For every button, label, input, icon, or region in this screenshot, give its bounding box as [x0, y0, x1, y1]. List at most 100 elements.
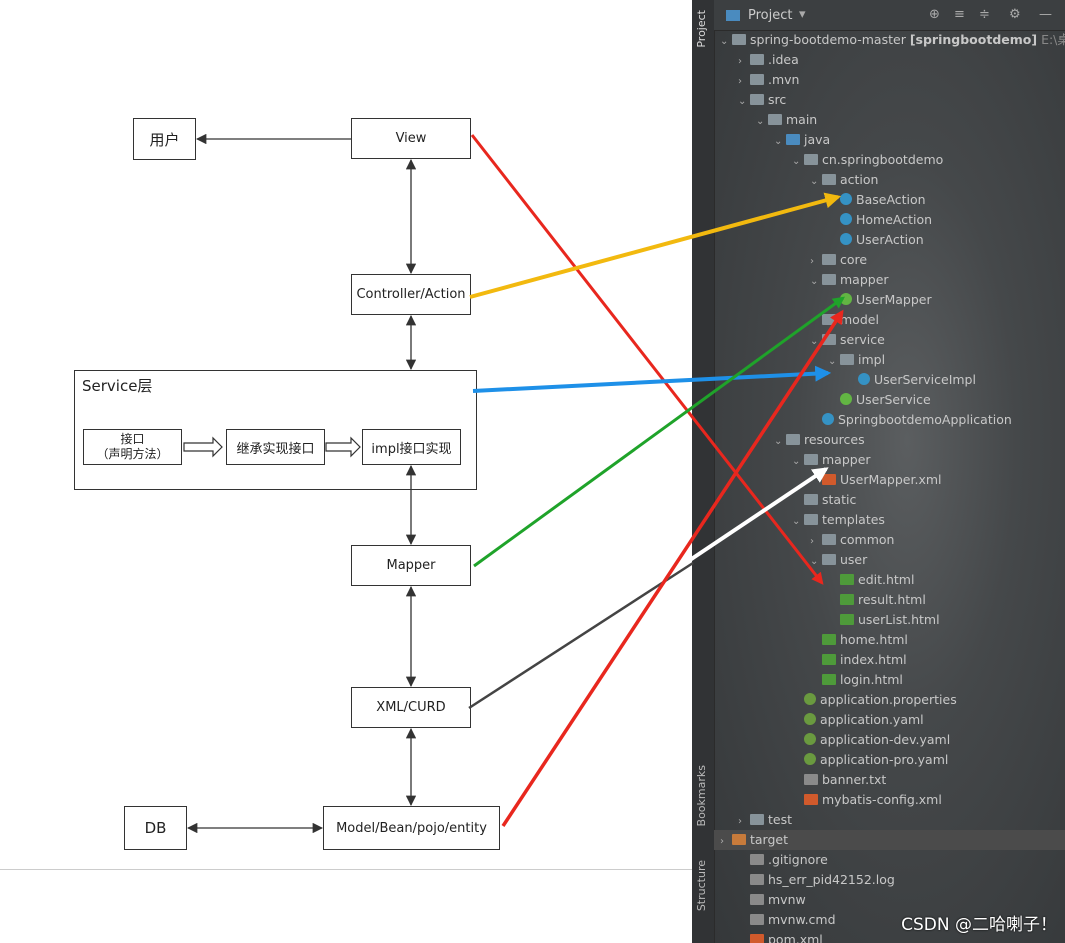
side-tab-project[interactable]: Project	[695, 10, 708, 48]
chevron-right-icon[interactable]: ›	[738, 816, 742, 827]
chevron-down-icon[interactable]: ▾	[799, 7, 806, 22]
tree-item-label: BaseAction	[856, 192, 926, 207]
tree-item[interactable]: mvnw	[714, 890, 806, 910]
tree-item[interactable]: ›.mvn	[714, 70, 799, 90]
chevron-right-icon[interactable]: ›	[810, 256, 814, 267]
tree-item[interactable]: ⌄cn.springbootdemo	[714, 150, 943, 170]
tree-item[interactable]: ⌄spring-bootdemo-master [springbootdemo]…	[714, 30, 1065, 50]
tree-item[interactable]: UserService	[714, 390, 931, 410]
tree-item[interactable]: result.html	[714, 590, 926, 610]
tree-item[interactable]: ⌄user	[714, 550, 867, 570]
expand-all-icon[interactable]: ≡	[954, 7, 965, 22]
tree-item-label: application.yaml	[820, 712, 924, 727]
impl-box: impl接口实现	[362, 429, 461, 465]
tree-item[interactable]: ⌄templates	[714, 510, 885, 530]
panel-title[interactable]: Project	[748, 8, 793, 23]
tree-item[interactable]: BaseAction	[714, 190, 926, 210]
hide-icon[interactable]: —	[1039, 7, 1052, 22]
chevron-down-icon[interactable]: ⌄	[738, 96, 747, 107]
tree-item[interactable]: ⌄ mapper	[714, 450, 871, 470]
tree-item-label: service	[840, 332, 885, 347]
html-file-icon	[822, 654, 836, 665]
chevron-down-icon[interactable]: ⌄	[810, 176, 819, 187]
tree-item[interactable]: UserMapper	[714, 290, 932, 310]
side-tab-bookmarks[interactable]: Bookmarks	[695, 765, 708, 827]
tree-item[interactable]: UserServiceImpl	[714, 370, 976, 390]
tree-item[interactable]: ›.idea	[714, 50, 799, 70]
tree-item[interactable]: › test	[714, 810, 792, 830]
tree-item[interactable]: ⌄resources	[714, 430, 865, 450]
chevron-down-icon[interactable]: ⌄	[828, 356, 837, 367]
view-box: View	[351, 118, 471, 159]
tree-item[interactable]: model	[714, 310, 879, 330]
tree-item[interactable]: application.properties	[714, 690, 957, 710]
chevron-down-icon[interactable]: ⌄	[792, 156, 801, 167]
tree-item[interactable]: hs_err_pid42152.log	[714, 870, 895, 890]
db-box: DB	[124, 806, 187, 850]
folder-icon	[840, 354, 854, 365]
tree-item[interactable]: mvnw.cmd	[714, 910, 836, 930]
tree-item[interactable]: ⌄action	[714, 170, 878, 190]
chevron-down-icon[interactable]: ⌄	[720, 36, 729, 47]
chevron-down-icon[interactable]: ⌄	[810, 276, 819, 287]
folder-icon	[822, 274, 836, 285]
tree-item[interactable]: ⌄impl	[714, 350, 885, 370]
collapse-all-icon[interactable]: ≑	[979, 7, 990, 22]
chevron-down-icon[interactable]: ⌄	[810, 336, 819, 347]
tree-item-label: test	[768, 812, 793, 827]
html-file-icon	[840, 614, 854, 625]
tree-item[interactable]: .gitignore	[714, 850, 828, 870]
tree-item[interactable]: application-dev.yaml	[714, 730, 950, 750]
chevron-right-icon[interactable]: ›	[720, 836, 724, 847]
tree-item-label: mvnw	[768, 892, 806, 907]
tree-item[interactable]: UserMapper.xml	[714, 470, 942, 490]
chevron-right-icon[interactable]: ›	[738, 56, 742, 67]
tree-item-label: UserMapper	[856, 292, 932, 307]
tree-item[interactable]: SpringbootdemoApplication	[714, 410, 1012, 430]
tree-item[interactable]: home.html	[714, 630, 908, 650]
tree-item[interactable]: application-pro.yaml	[714, 750, 948, 770]
tree-item[interactable]: UserAction	[714, 230, 924, 250]
tree-item[interactable]: ›core	[714, 250, 867, 270]
side-tab-structure[interactable]: Structure	[695, 860, 708, 912]
tree-item[interactable]: ⌄ src	[714, 90, 786, 110]
chevron-down-icon[interactable]: ⌄	[774, 436, 783, 447]
html-file-icon	[822, 634, 836, 645]
chevron-down-icon[interactable]: ⌄	[810, 556, 819, 567]
tree-item[interactable]: application.yaml	[714, 710, 924, 730]
spring-file-icon	[804, 733, 816, 745]
chevron-right-icon[interactable]: ›	[810, 536, 814, 547]
chevron-down-icon[interactable]: ⌄	[774, 136, 783, 147]
interface-label: 接口	[120, 432, 145, 446]
folder-icon	[822, 554, 836, 565]
chevron-right-icon[interactable]: ›	[738, 76, 742, 87]
chevron-down-icon[interactable]: ⌄	[792, 516, 801, 527]
tree-item-label: mybatis-config.xml	[822, 792, 942, 807]
chevron-down-icon[interactable]: ⌄	[792, 456, 801, 467]
tree-item[interactable]: ⌄mapper	[714, 270, 889, 290]
tree-item[interactable]: ⌄ service	[714, 330, 885, 350]
locate-icon[interactable]: ⊕	[929, 7, 940, 22]
tree-item[interactable]: ›common	[714, 530, 894, 550]
gear-icon[interactable]: ⚙	[1009, 7, 1021, 22]
tree-item-label: src	[768, 92, 787, 107]
tree-item-label: hs_err_pid42152.log	[768, 872, 895, 887]
tree-item[interactable]: banner.txt	[714, 770, 886, 790]
folder-icon	[804, 154, 818, 165]
tree-item[interactable]: ›target	[714, 830, 1065, 850]
chevron-down-icon[interactable]: ⌄	[756, 116, 765, 127]
tree-item[interactable]: pom.xml	[714, 930, 823, 943]
tree-item-label: UserService	[856, 392, 931, 407]
tree-item[interactable]: ⌄java	[714, 130, 830, 150]
tree-item-label: HomeAction	[856, 212, 933, 227]
tree-item[interactable]: static	[714, 490, 856, 510]
tree-item[interactable]: userList.html	[714, 610, 940, 630]
tree-item-label: banner.txt	[822, 772, 887, 787]
tree-item[interactable]: mybatis-config.xml	[714, 790, 942, 810]
tree-item[interactable]: HomeAction	[714, 210, 932, 230]
tree-item[interactable]: edit.html	[714, 570, 914, 590]
tree-item[interactable]: ⌄main	[714, 110, 817, 130]
tree-item-label: mapper	[822, 452, 871, 467]
tree-item[interactable]: login.html	[714, 670, 903, 690]
tree-item[interactable]: index.html	[714, 650, 907, 670]
